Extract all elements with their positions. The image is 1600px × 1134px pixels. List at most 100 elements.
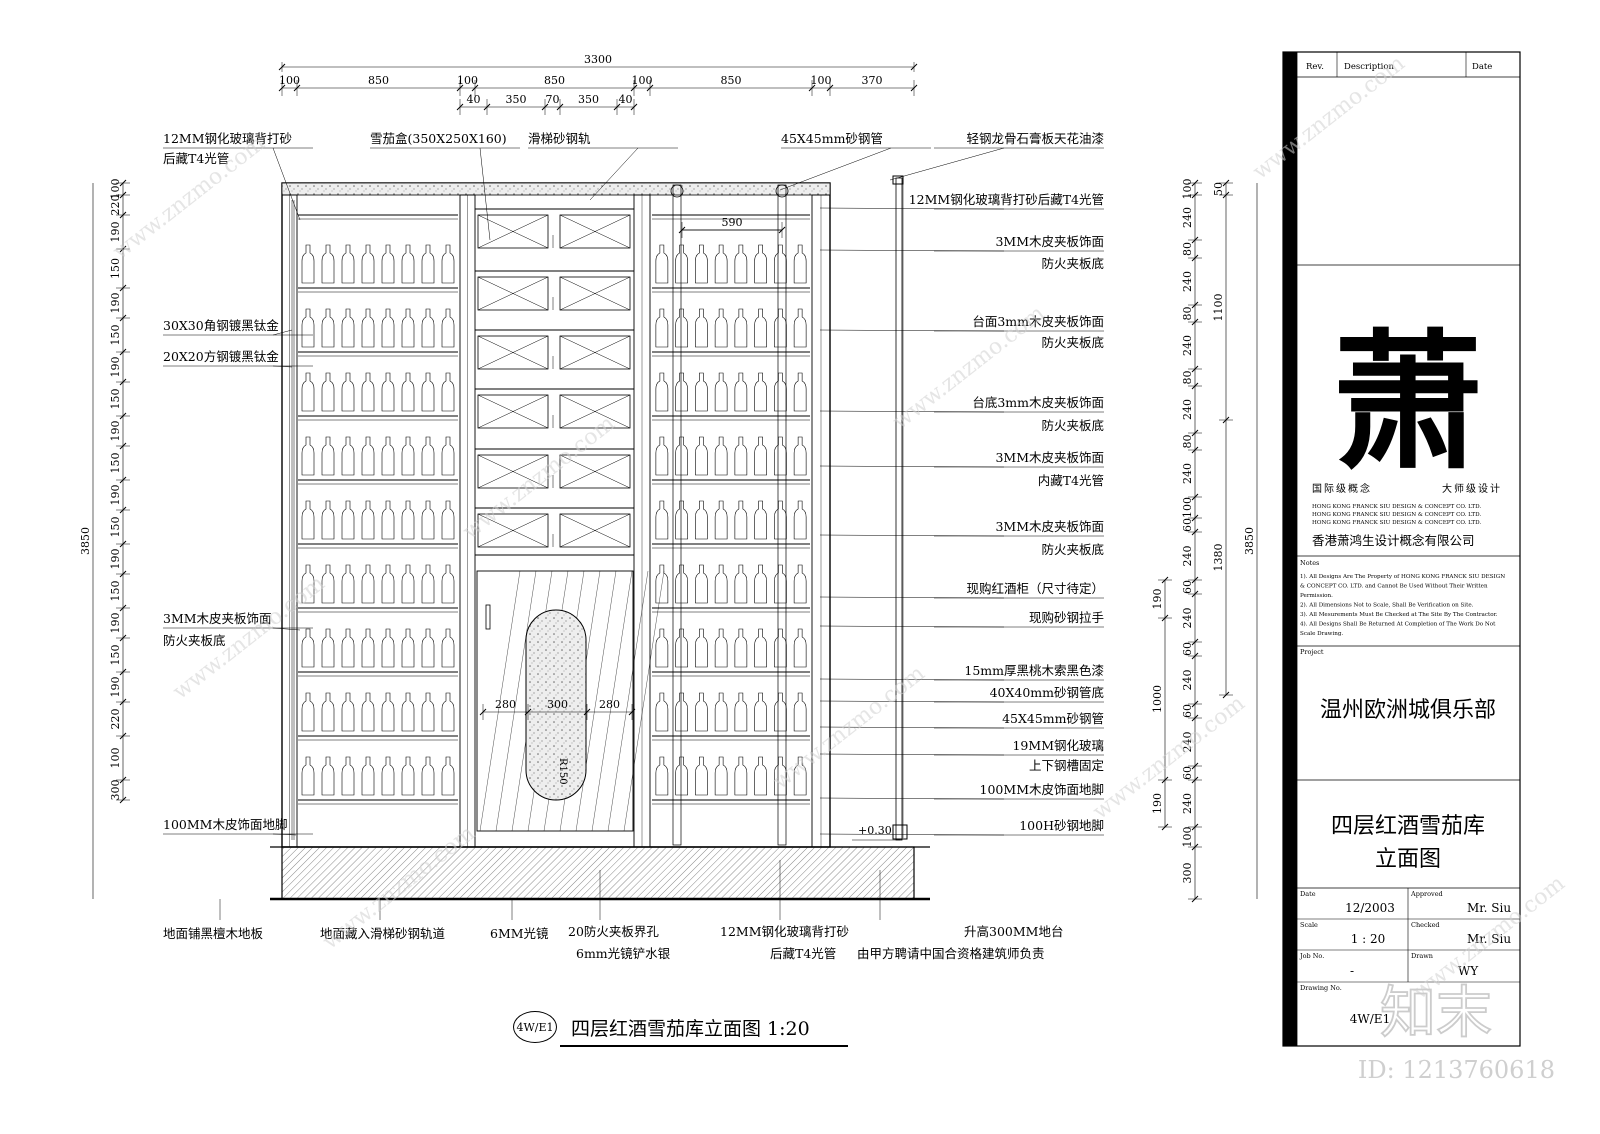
wine-bottle (361, 436, 375, 476)
left-dim-value: 190 (109, 293, 122, 314)
note-line: 1). All Designs Are The Property of HONG… (1300, 573, 1505, 580)
wine-bottle (421, 628, 435, 668)
wine-bottle (734, 308, 748, 348)
left-dim-value: 300 (109, 780, 122, 801)
left-dim-tick (119, 476, 127, 484)
label-right-14: 40X40mm砂钢管底 (990, 685, 1104, 700)
wine-bottle (321, 628, 335, 668)
wine-bottle (714, 692, 728, 732)
left-dim-tick (119, 348, 127, 356)
right-dim-a-value: 80 (1181, 242, 1194, 256)
label-top-5-leader (889, 147, 1005, 181)
wine-bottle (421, 564, 435, 604)
left-dim-tick (119, 314, 127, 322)
label-bottom-1: 地面藏入滑梯砂钢轨道 (320, 926, 446, 941)
right-dim-a-value: 60 (1181, 642, 1194, 656)
wine-bottle (793, 564, 807, 604)
door-glass-hatch (575, 570, 617, 832)
left-dim-value: 150 (109, 325, 122, 346)
right-dim-a-tick (1191, 382, 1199, 390)
watermark-brand: 知末 (1380, 981, 1492, 1046)
cigar-box (477, 513, 549, 548)
door-glass-hatch (607, 570, 649, 832)
wine-bottle (774, 692, 787, 732)
top-dim-row2-tick (541, 103, 549, 111)
steel-base (892, 824, 908, 840)
title-underline (560, 1045, 848, 1047)
glass-partition (895, 177, 903, 841)
wine-bottle (321, 372, 335, 412)
label-left-1: 20X20方钢镀黑钛金 (163, 349, 279, 364)
top-dim-row2-value: 350 (578, 93, 599, 106)
wine-bottle (734, 244, 748, 284)
wine-bottle (655, 628, 669, 668)
box-cross (559, 394, 631, 429)
wine-bottle (675, 756, 688, 796)
wine-bottle (361, 372, 375, 412)
label-right-6: 防火夹板底 (1041, 418, 1104, 433)
wine-bottle (361, 500, 375, 540)
cigar-box (559, 335, 631, 370)
right-dim-a-tick (1191, 318, 1199, 326)
left-dim-tick (119, 211, 127, 219)
glass-door (476, 570, 634, 832)
right-dim-b-tick (1222, 691, 1230, 699)
label-top-4: 45X45mm砂钢管 (781, 131, 883, 146)
left-dim-tick (119, 506, 127, 514)
left-dim-tick (119, 284, 127, 292)
wine-bottle (675, 692, 688, 732)
left-dim-tick (119, 191, 127, 199)
wine-bottle (695, 628, 708, 668)
description-label: Description (1344, 62, 1394, 72)
wine-bottle (793, 436, 807, 476)
wine-bottle (774, 308, 787, 348)
wine-bottle (381, 372, 395, 412)
left-dim-value: 100 (109, 179, 122, 200)
wine-bottle (301, 692, 315, 732)
label-right-15-leader (819, 726, 1005, 729)
right-dim-a-tick (1191, 762, 1199, 770)
left-dim-value: 190 (109, 421, 122, 442)
wine-bottle (655, 756, 669, 796)
wine-bottle (301, 756, 315, 796)
right-dim-a-tick (1191, 843, 1199, 851)
approved-label: Approved (1410, 890, 1443, 898)
company-en: HONG KONG FRANCK SIU DESIGN & CONCEPT CO… (1312, 520, 1481, 526)
right-dim-a-value: 100 (1181, 497, 1194, 518)
label-right-17: 上下钢槽固定 (1029, 758, 1104, 773)
wine-bottle (695, 692, 708, 732)
left-dim-value: 220 (109, 195, 122, 216)
wine-bottle (793, 628, 807, 668)
box-cross (559, 454, 631, 489)
slogan-left: 国际级概念 (1312, 482, 1372, 495)
right-dim-a-value: 60 (1181, 766, 1194, 780)
wine-bottle (754, 500, 767, 540)
top-dim-row2-value: 40 (619, 93, 633, 106)
label-left-2-leader (272, 627, 301, 631)
label-top-3-leader (589, 147, 639, 201)
wine-bottle (321, 244, 335, 284)
box-cross (559, 513, 631, 548)
wine-bottle (774, 564, 787, 604)
wine-bottle (734, 692, 748, 732)
watermark-text: www.znzmo.com (1088, 691, 1250, 825)
label-top-2-leader (479, 147, 491, 241)
right-dim-c-tick (1161, 614, 1169, 622)
wine-bottle (655, 308, 669, 348)
approved-value: Mr. Siu (1467, 901, 1511, 915)
jobno-value: - (1350, 964, 1354, 978)
company-logo: 萧 (1333, 315, 1483, 491)
wine-bottle (421, 692, 435, 732)
wine-bottle (441, 564, 455, 604)
left-dim-value: 190 (109, 677, 122, 698)
wine-bottle (321, 564, 335, 604)
left-dim-value: 190 (109, 549, 122, 570)
sheet-title-2: 立面图 (1375, 847, 1441, 872)
dim-tick (910, 63, 918, 71)
right-dim-a-tick (1191, 446, 1199, 454)
right-dim-a-tick (1191, 493, 1199, 501)
label-top-0: 12MM钢化玻璃背打砂 (163, 131, 292, 146)
right-dim-a-value: 240 (1181, 793, 1194, 814)
label-right-5: 台底3mm木皮夹板饰面 (972, 395, 1104, 410)
